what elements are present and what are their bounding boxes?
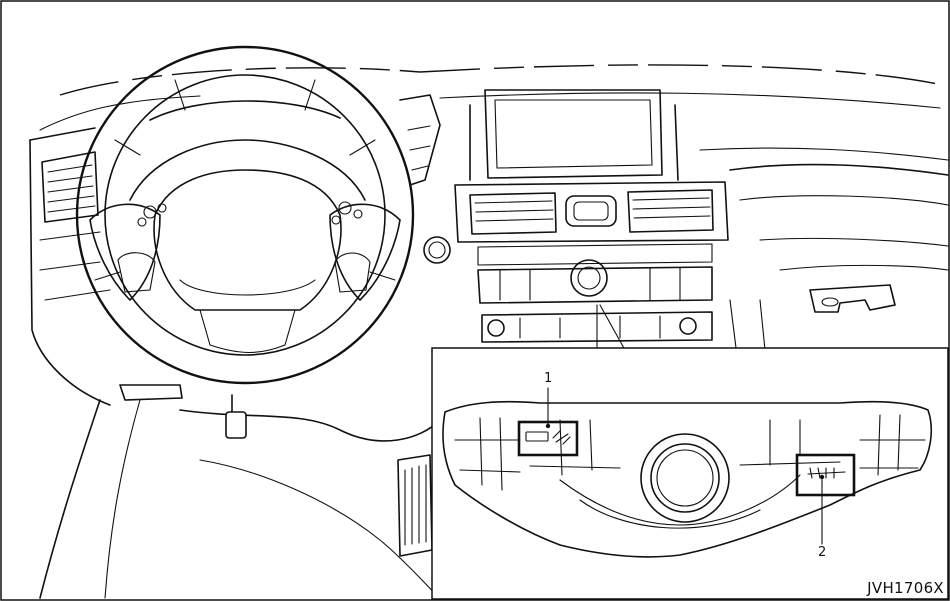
foot-pedal bbox=[397, 454, 433, 557]
center-vents bbox=[454, 181, 729, 243]
callout-1-label: 1 bbox=[544, 371, 552, 386]
callout-2: 2 bbox=[818, 474, 826, 560]
start-button bbox=[423, 236, 451, 264]
right-trim bbox=[399, 94, 441, 186]
lower-cabin-lines bbox=[39, 384, 441, 599]
inset-detail-panel bbox=[431, 347, 949, 600]
center-controls bbox=[477, 243, 713, 343]
callout-2-label: 2 bbox=[818, 545, 826, 560]
dashboard-top-contour bbox=[39, 64, 949, 271]
steering-wheel bbox=[75, 45, 415, 385]
callout-1: 1 bbox=[544, 371, 552, 429]
left-dashboard-panel bbox=[29, 127, 111, 406]
figure-reference-code: JVH1706X bbox=[867, 579, 944, 597]
right-dashboard bbox=[729, 163, 949, 381]
zoom-line-right bbox=[599, 304, 626, 351]
center-display bbox=[469, 89, 679, 181]
